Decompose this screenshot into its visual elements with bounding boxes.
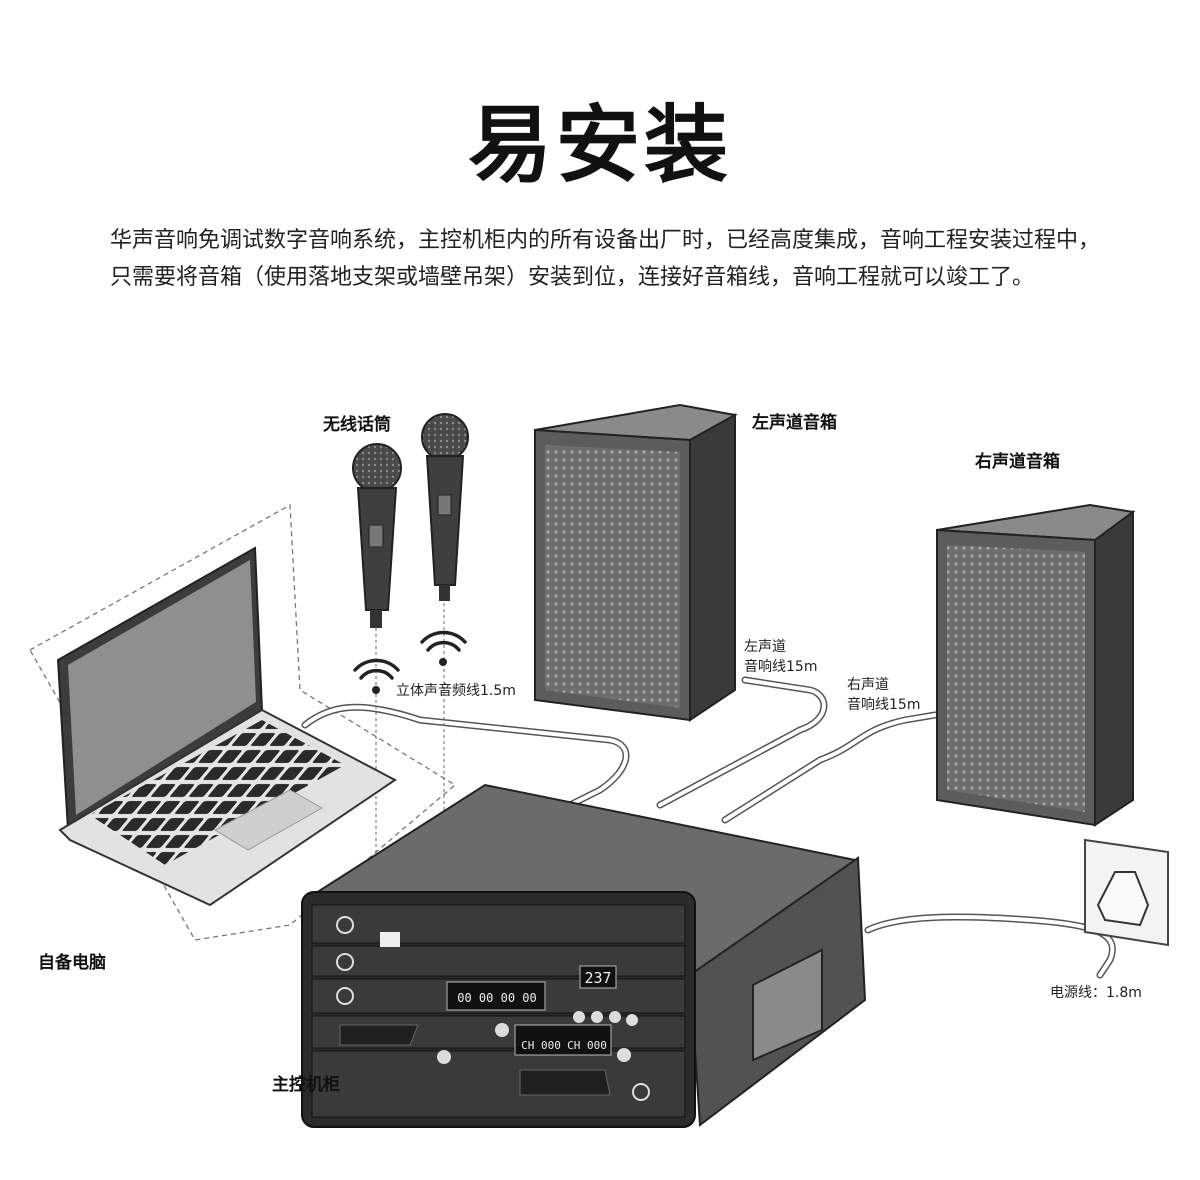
label-right-speaker: 右声道音箱 (975, 452, 1060, 472)
label-power-cable: 电源线：1.8m (1050, 985, 1142, 1001)
label-left-speaker: 左声道音箱 (752, 413, 837, 433)
wireless-mic-1 (352, 443, 402, 1040)
laptop (56, 546, 397, 907)
label-wireless-mics: 无线话筒 (323, 415, 391, 435)
main-control-cabinet: 237 00 00 00 00 CH 000 CH 000 (301, 783, 867, 1128)
right-speaker (936, 503, 1136, 827)
label-left-cable-line1: 左声道 (744, 639, 786, 655)
cables (301, 676, 1116, 979)
left-speaker (534, 403, 738, 722)
laptop-zone-outline (29, 503, 457, 941)
intro-paragraph: 华声音响免调试数字音响系统，主控机柜内的所有设备出厂时，已经高度集成，音响工程安… (110, 228, 1101, 290)
page-title: 易安装 (467, 96, 732, 194)
channel-a-display: CH 000 (521, 1039, 561, 1052)
label-laptop: 自备电脑 (38, 953, 106, 973)
label-right-cable-line2: 音响线15m (847, 697, 921, 713)
label-right-cable-line1: 右声道 (847, 677, 889, 693)
label-main-cabinet: 主控机柜 (272, 1075, 340, 1095)
timer-display: 237 (584, 969, 611, 987)
wifi-icon (420, 630, 467, 666)
channel-b-display: CH 000 (567, 1039, 607, 1052)
wireless-mic-2 (421, 413, 469, 900)
label-stereo-cable: 立体声音频线1.5m (396, 683, 516, 699)
wifi-icon (353, 658, 400, 694)
counter-display: 00 00 00 00 (457, 991, 536, 1005)
power-socket (1084, 838, 1169, 947)
label-left-cable-line2: 音响线15m (744, 659, 818, 675)
